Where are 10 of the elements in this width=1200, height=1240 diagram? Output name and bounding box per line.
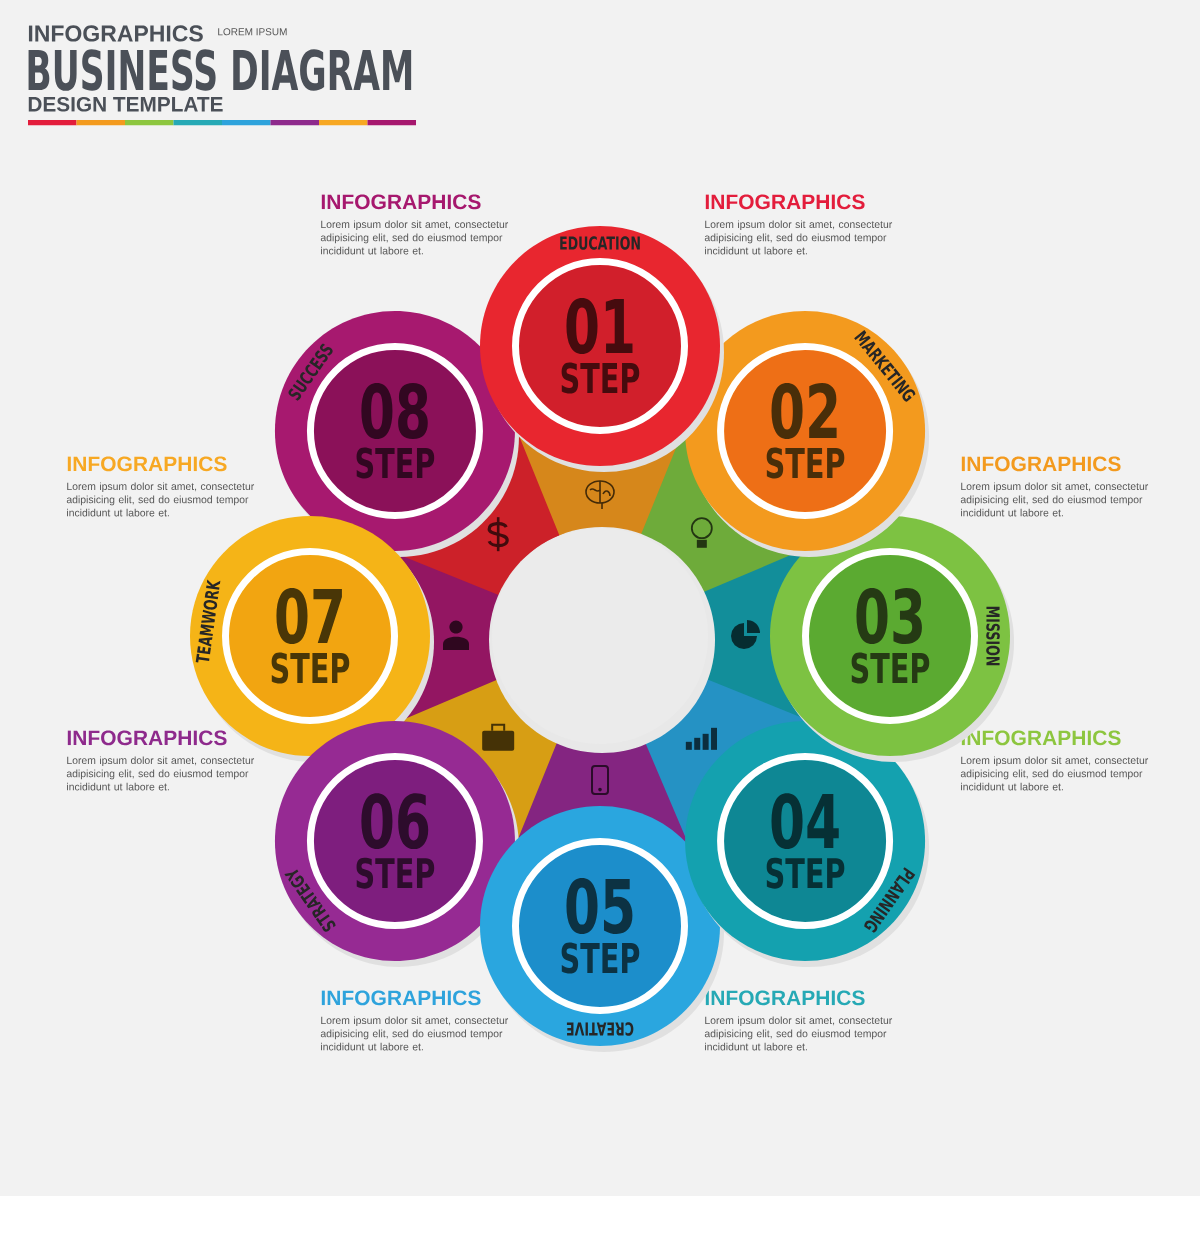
heading: INFOGRAPHICS (705, 194, 865, 210)
heading: INFOGRAPHICS (67, 456, 227, 472)
heading: INFOGRAPHICS (67, 730, 227, 746)
heading: INFOGRAPHICS (28, 25, 203, 42)
heading: INFOGRAPHICS (321, 194, 481, 210)
heading: INFOGRAPHICS (321, 990, 481, 1006)
subtitle: DESIGN TEMPLATE (28, 96, 223, 112)
title: BUSINESS DIAGRAM (28, 49, 412, 91)
heading: INFOGRAPHICS (961, 456, 1121, 472)
heading: INFOGRAPHICS (705, 990, 865, 1006)
